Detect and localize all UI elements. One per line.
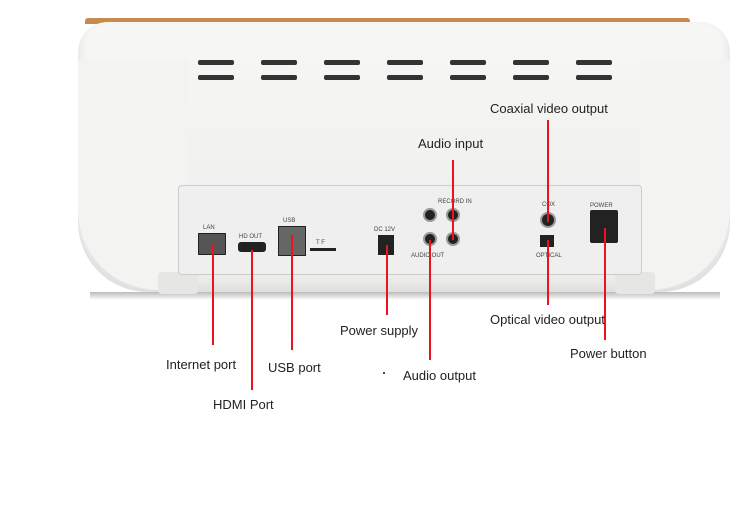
dc-label: DC 12V bbox=[374, 227, 396, 233]
callout-line-coaxial bbox=[547, 120, 549, 222]
usb-label: USB bbox=[283, 218, 296, 224]
audio-out-label: AUDIO OUT bbox=[411, 253, 445, 259]
tf-label: T F bbox=[316, 240, 325, 246]
tf-slot bbox=[310, 248, 336, 251]
device-shadow bbox=[90, 292, 720, 300]
vent-slot bbox=[513, 60, 549, 65]
vent-slot bbox=[261, 75, 297, 80]
vent-slot bbox=[450, 75, 486, 80]
audio-input-label: Audio input bbox=[418, 136, 484, 151]
callout-line-hdmi bbox=[251, 250, 253, 390]
vent-slot bbox=[576, 75, 612, 80]
power-supply-label: Power supply bbox=[340, 323, 419, 338]
vent-slot bbox=[387, 75, 423, 80]
coaxial-video-output-label: Coaxial video output bbox=[490, 101, 608, 116]
device-left-side bbox=[78, 60, 188, 290]
callout-line-optical bbox=[547, 240, 549, 305]
callout-line-power-button bbox=[604, 228, 606, 340]
vent-slot bbox=[198, 75, 234, 80]
vent-slot bbox=[450, 60, 486, 65]
vent-slot bbox=[576, 60, 612, 65]
callout-line-audio-output bbox=[429, 240, 431, 360]
vent-slot bbox=[324, 60, 360, 65]
hdmi-port-label: HDMI Port bbox=[213, 397, 274, 412]
internet-port-label: Internet port bbox=[166, 357, 237, 372]
power-label: POWER bbox=[590, 203, 613, 209]
rca-jack bbox=[423, 208, 437, 222]
vent-slot bbox=[261, 60, 297, 65]
device-top-trim bbox=[85, 18, 690, 24]
audio-output-label: Audio output bbox=[403, 368, 477, 383]
hdmi-port bbox=[238, 242, 266, 252]
vent-slot bbox=[513, 75, 549, 80]
callout-line-audio-input bbox=[452, 160, 454, 240]
device-right-side bbox=[640, 60, 730, 290]
vent-slot bbox=[198, 60, 234, 65]
callout-line-internet bbox=[212, 243, 214, 345]
left-foot bbox=[158, 272, 198, 294]
usb-port-label: USB port bbox=[268, 360, 321, 375]
vent-slot bbox=[387, 60, 423, 65]
lan-label: LAN bbox=[203, 225, 215, 231]
power-button-label: Power button bbox=[570, 346, 647, 361]
callout-line-power-supply bbox=[386, 245, 388, 315]
vent-slot bbox=[324, 75, 360, 80]
record-in-label: RECORD IN bbox=[438, 199, 472, 205]
callout-line-usb bbox=[291, 235, 293, 350]
right-foot bbox=[615, 272, 655, 294]
rear-panel bbox=[178, 185, 642, 275]
optical-video-output-label: Optical video output bbox=[490, 312, 605, 327]
hd-out-label: HD OUT bbox=[239, 234, 262, 240]
dot-mark bbox=[383, 372, 385, 374]
